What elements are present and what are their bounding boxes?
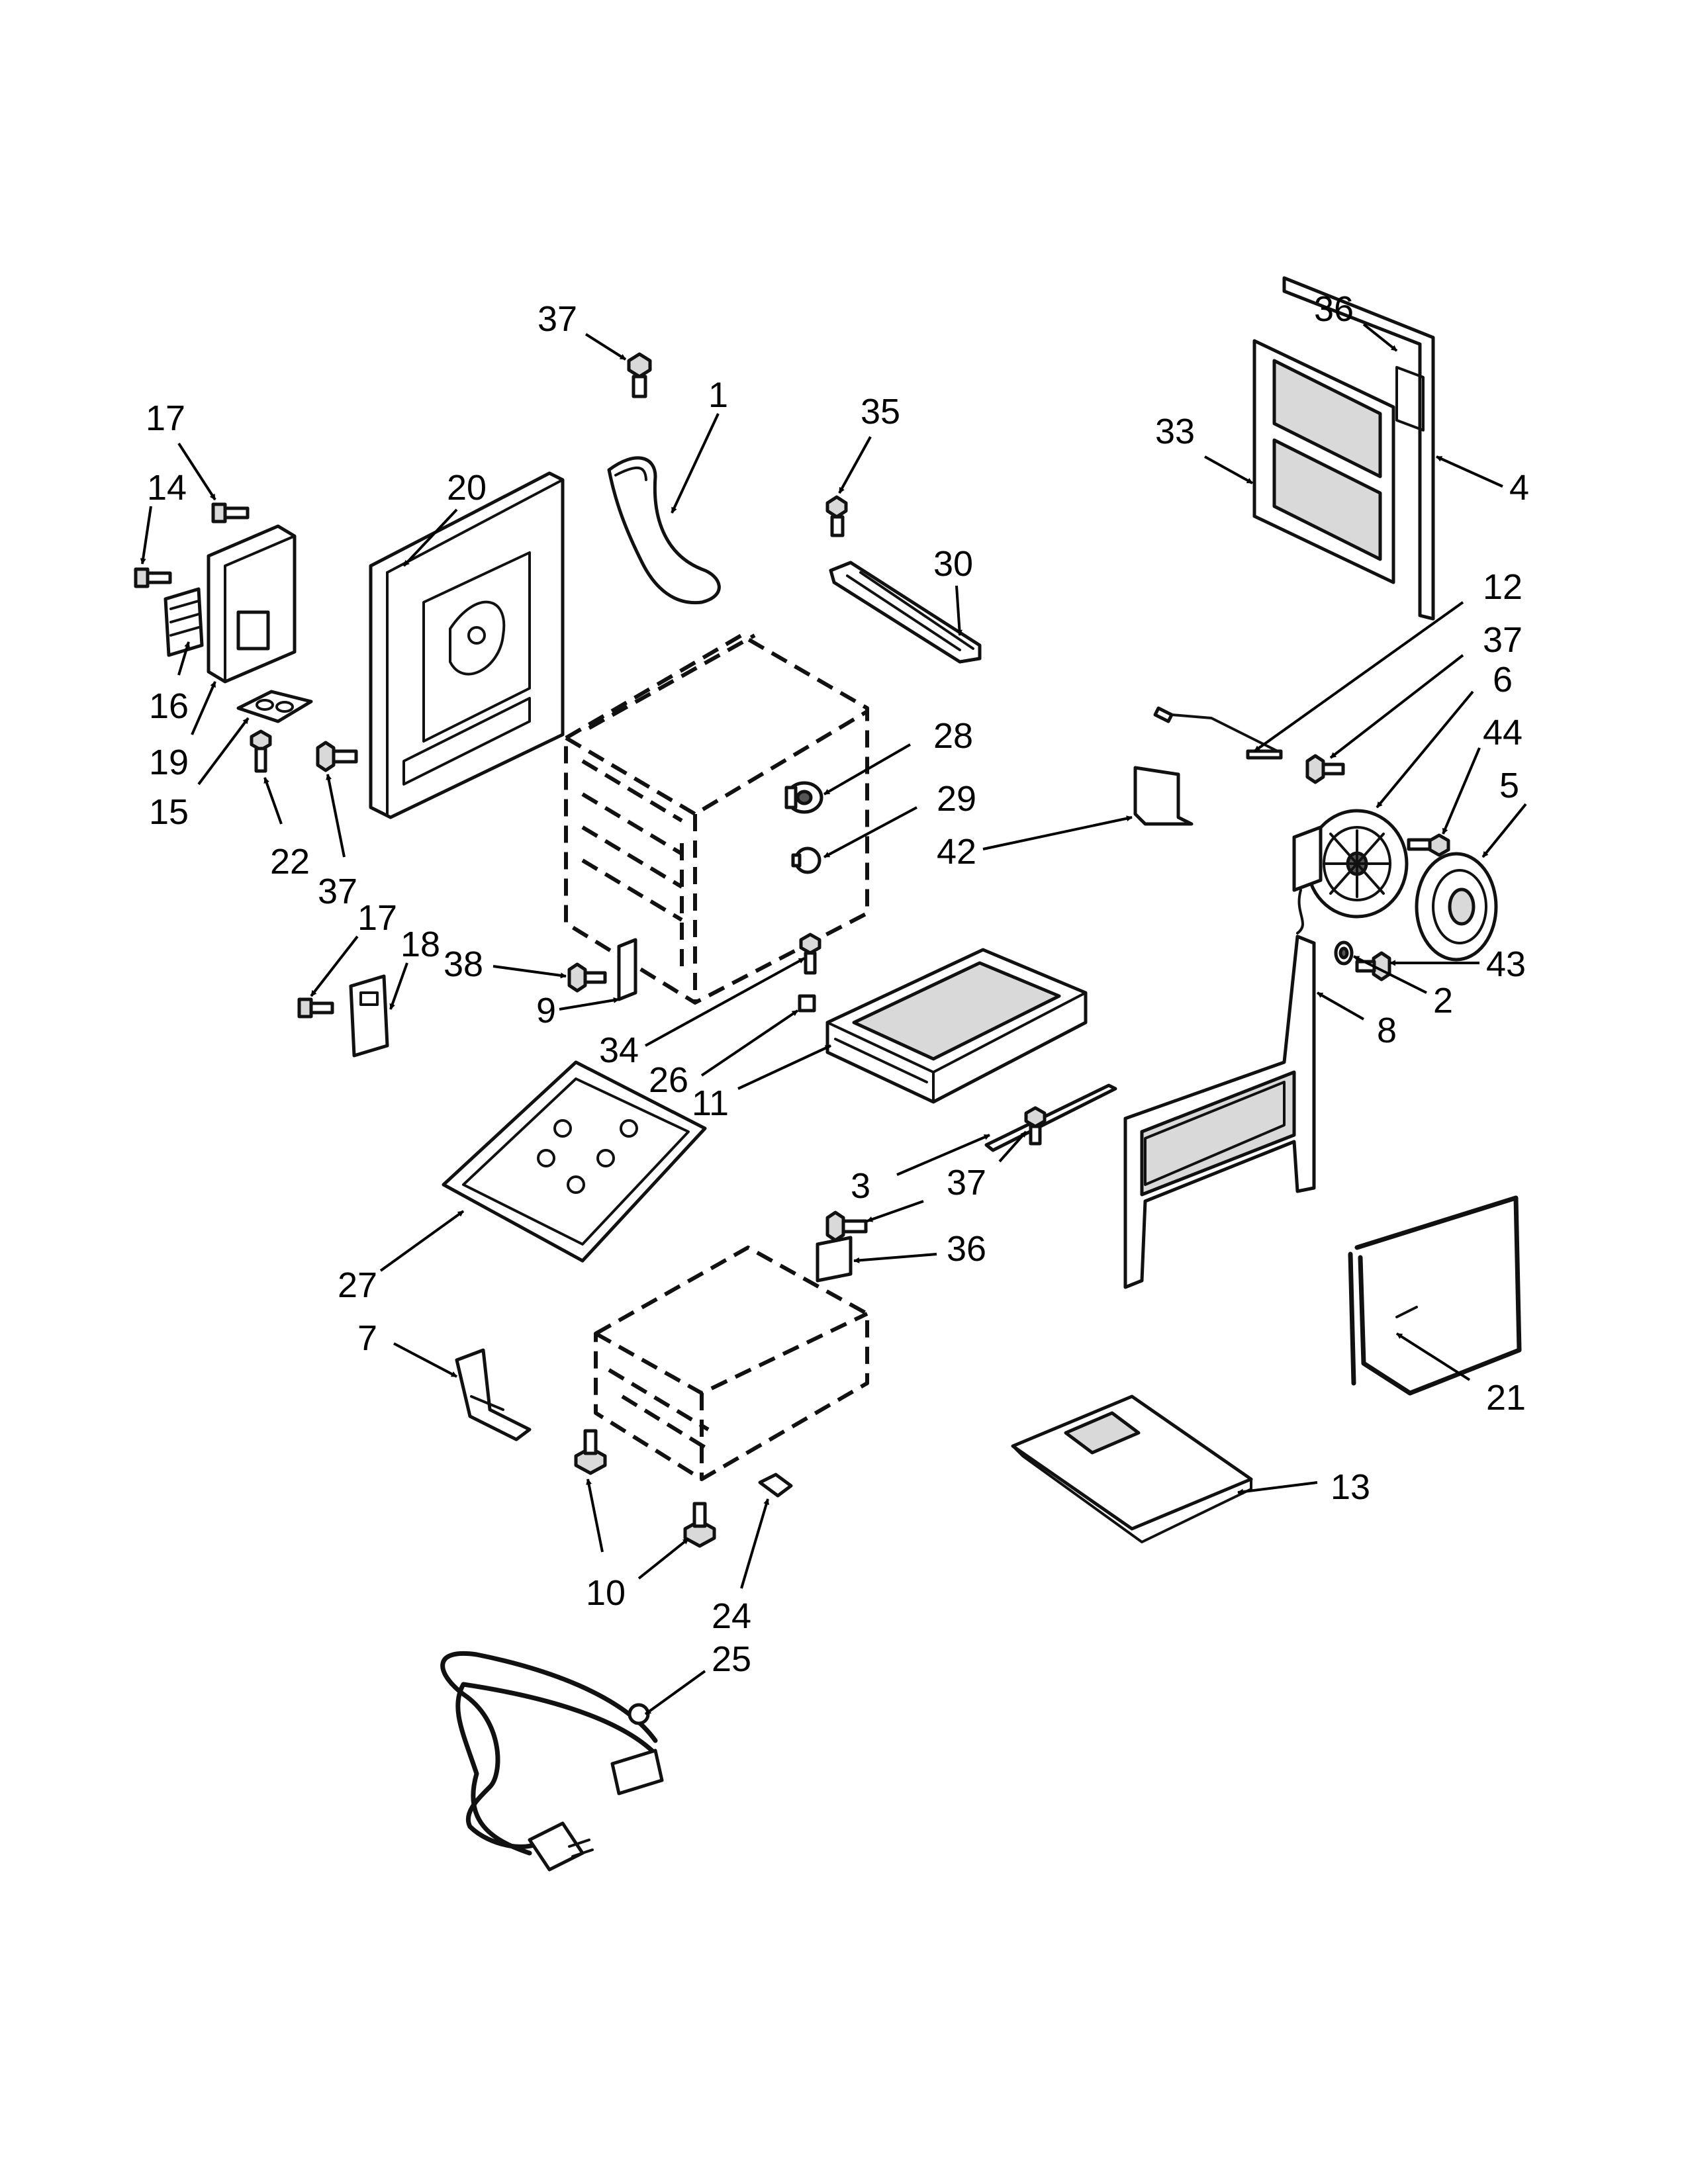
pan-part-27: [442, 1060, 707, 1263]
light-part-29: [791, 846, 821, 874]
screw-part-33: [799, 933, 821, 975]
sensor-part-12: [1153, 706, 1283, 760]
callout-1: 1: [708, 375, 728, 415]
callout-33: 34: [599, 1030, 639, 1070]
rail-part-30: [829, 561, 982, 664]
callout-37: 37: [947, 1163, 986, 1203]
callout-37: 37: [538, 299, 577, 339]
tray-part-13: [1011, 1394, 1253, 1543]
fan-cover-part-5: [1415, 852, 1498, 962]
callout-labels: 37 1 35 17 14 20 33 36 4 30 12 37 6 44 5…: [146, 289, 1529, 1679]
callout-38: 38: [444, 944, 483, 984]
callout-17: 17: [146, 398, 185, 438]
callout-37: 37: [1483, 620, 1523, 660]
back-panel-part-20: [369, 471, 565, 819]
component-part-28: [784, 781, 823, 814]
screw-part-17-top: [211, 502, 250, 523]
callout-29: 29: [937, 779, 976, 819]
callout-26: 26: [649, 1060, 688, 1100]
door-inner-panel-part-31: [1252, 339, 1395, 584]
callout-4: 4: [1509, 468, 1529, 508]
gasket-part-21: [1348, 1195, 1522, 1396]
callout-25: 25: [712, 1639, 751, 1679]
leveling-leg-part-10b: [683, 1502, 716, 1548]
callout-44: 44: [1483, 713, 1523, 752]
channel-part-19: [207, 524, 297, 684]
screw-part-37-front: [825, 1210, 868, 1242]
callout-2: 2: [1433, 981, 1453, 1021]
callout-9: 9: [536, 991, 556, 1030]
oven-cavity: [564, 633, 869, 1005]
bracket-part-7: [455, 1348, 532, 1441]
callout-42: 42: [937, 832, 976, 872]
screw-part-17-lower: [297, 997, 334, 1019]
screw-part-14: [134, 567, 172, 588]
callout-11: 11: [692, 1083, 729, 1123]
power-cord-part-25: [440, 1651, 664, 1872]
callout-30: 30: [933, 544, 973, 584]
oven-bottom-part-11: [825, 948, 1088, 1104]
callout-14: 14: [147, 468, 187, 508]
clip-part-26: [798, 994, 816, 1013]
callout-12: 12: [1483, 567, 1523, 607]
door-outer-panel-part-4: [1282, 276, 1435, 621]
screw-part-37-lower: [1024, 1106, 1047, 1146]
screw-part-37-top: [627, 352, 652, 398]
callout-28: 28: [933, 716, 973, 756]
callout-22: 22: [270, 842, 310, 882]
callout-34: 36: [947, 1229, 986, 1269]
callout-8: 8: [1377, 1011, 1397, 1050]
callout-10: 10: [586, 1573, 626, 1613]
screw-part-38: [567, 962, 607, 993]
callout-7: 7: [357, 1318, 377, 1358]
callout-43: 43: [1486, 944, 1526, 984]
screw-part-22: [250, 729, 272, 773]
callout-17: 17: [357, 898, 397, 938]
terminal-block-part-16: [164, 587, 204, 657]
front-frame-part-8: [1123, 934, 1316, 1289]
screw-part-37-right: [1305, 754, 1345, 784]
callout-13: 13: [1331, 1467, 1370, 1507]
callout-27: 27: [338, 1265, 377, 1305]
callout-18: 18: [400, 925, 440, 964]
curved-bracket-part-1: [607, 456, 721, 605]
strip-part-3: [984, 1083, 1117, 1152]
screw-part-37-left: [316, 741, 358, 772]
callout-24: 24: [712, 1596, 751, 1636]
convection-fan-part-6: [1292, 809, 1409, 934]
leveling-leg-part-10a: [574, 1429, 607, 1475]
clip-part-24: [758, 1473, 793, 1498]
callout-19: 19: [149, 743, 189, 782]
callout-16: 16: [149, 686, 189, 726]
callout-5: 5: [1499, 766, 1519, 805]
plate-part-15: [236, 690, 313, 723]
bracket-part-9: [617, 938, 637, 1001]
block-part-34: [816, 1236, 853, 1283]
callout-31: 33: [1155, 412, 1195, 451]
screw-part-35: [825, 495, 848, 537]
callout-35: 35: [861, 392, 900, 432]
callout-20: 20: [447, 468, 487, 508]
callout-21: 21: [1486, 1378, 1526, 1418]
leader-lines: [140, 323, 1527, 1715]
callout-3: 3: [851, 1166, 870, 1206]
shield-part-42: [1133, 766, 1194, 826]
callout-37: 37: [318, 872, 357, 911]
plate-part-18: [349, 974, 389, 1058]
callout-15: 15: [149, 792, 189, 832]
lower-drawer-box: [594, 1246, 869, 1481]
screw-part-44: [1407, 833, 1450, 857]
callout-6: 6: [1493, 660, 1513, 700]
callout-36: 36: [1314, 289, 1354, 329]
washer-part-2: [1334, 940, 1354, 966]
